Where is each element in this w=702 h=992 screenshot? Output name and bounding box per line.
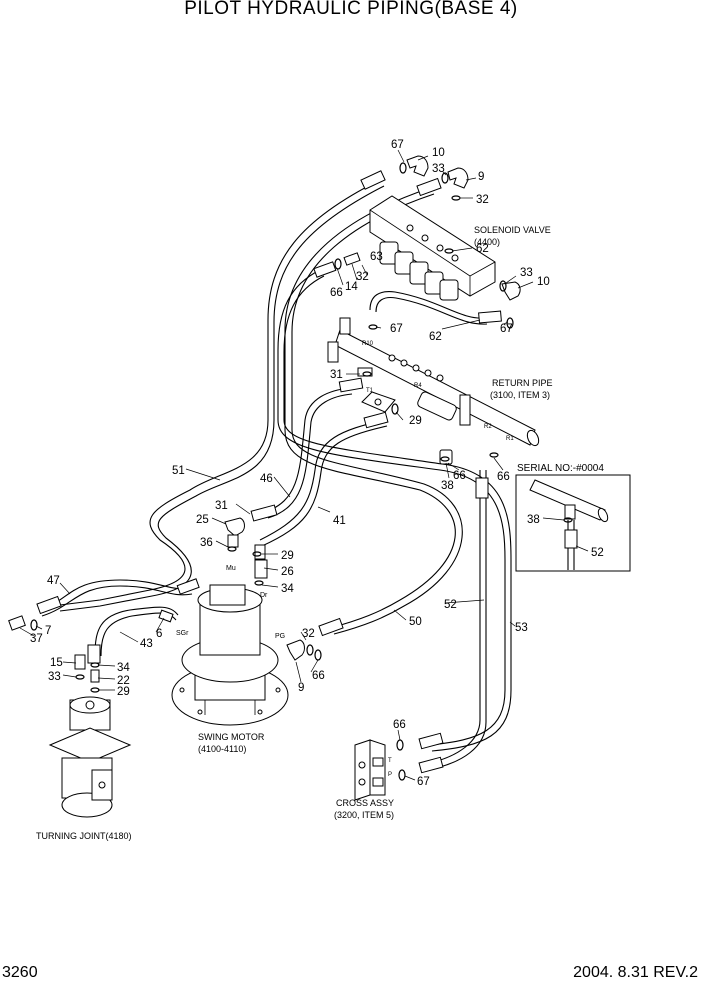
callout-66: 66	[453, 470, 466, 482]
callout-7: 7	[45, 625, 51, 637]
callout-9: 9	[478, 171, 484, 183]
port-mu: Mu	[226, 565, 236, 572]
callout-51: 51	[172, 465, 185, 477]
hose-52	[419, 470, 487, 772]
callout-47: 47	[47, 575, 60, 587]
callout-34: 34	[117, 662, 130, 674]
hose-41	[259, 419, 388, 547]
callout-36: 36	[200, 537, 213, 549]
callout-62: 62	[429, 331, 442, 343]
callout-52: 52	[591, 547, 604, 559]
callout-31: 31	[330, 369, 343, 381]
port-p: P	[388, 772, 392, 778]
callout-32: 32	[356, 271, 369, 283]
port-r10: R10	[362, 341, 374, 347]
callout-41: 41	[333, 515, 346, 527]
caption-return-pipe: RETURN PIPE	[492, 378, 553, 388]
callout-numbers: 67 10 33 9 32 62 63 32 66 14 33 10 67 62…	[30, 139, 604, 788]
port-t: T	[388, 758, 392, 764]
caption-solenoid-valve: SOLENOID VALVE	[474, 225, 551, 235]
solenoid-valve	[369, 195, 496, 301]
port-labels: Mu Dr SGr PG R10 T1 R4 R2 R1 P T	[176, 341, 514, 778]
port-sgr: SGr	[176, 630, 189, 637]
caption-turning-joint: TURNING JOINT(4180)	[36, 831, 132, 841]
leader-lines	[19, 149, 589, 781]
callout-37: 37	[30, 633, 43, 645]
hose-46	[264, 387, 353, 519]
callout-29: 29	[409, 415, 422, 427]
revision-date: 2004. 8.31 REV.2	[573, 964, 698, 981]
caption-return-pipe-ref: (3100, ITEM 3)	[490, 390, 550, 400]
callout-67: 67	[500, 323, 513, 335]
callout-34: 34	[281, 583, 294, 595]
callout-32: 32	[302, 628, 315, 640]
caption-swing-motor-ref: (4100-4110)	[198, 744, 246, 754]
callout-46: 46	[260, 473, 273, 485]
small-fittings	[8, 252, 453, 631]
cross-assy	[354, 739, 386, 801]
caption-serial-no: SERIAL NO:-#0004	[517, 463, 604, 474]
callout-32: 32	[476, 194, 489, 206]
callout-6: 6	[156, 628, 162, 640]
port-pg: PG	[275, 633, 285, 640]
turning-joint	[48, 696, 132, 818]
callout-26: 26	[281, 566, 294, 578]
caption-swing-motor: SWING MOTOR	[198, 732, 265, 742]
serial-inset	[515, 474, 631, 572]
callout-67: 67	[417, 776, 430, 788]
callout-33: 33	[432, 163, 445, 175]
callout-10: 10	[432, 147, 445, 159]
port-t1: T1	[366, 388, 374, 394]
caption-cross-assy: CROSS ASSY	[336, 798, 394, 808]
port-r1: R1	[506, 436, 514, 442]
callout-33: 33	[48, 671, 61, 683]
callout-22: 22	[117, 675, 130, 687]
hose-62	[369, 291, 488, 325]
port-dr: Dr	[260, 592, 268, 599]
callout-31: 31	[215, 500, 228, 512]
hose-51	[59, 179, 385, 612]
caption-cross-assy-ref: (3200, ITEM 5)	[334, 810, 394, 820]
callout-66: 66	[393, 719, 406, 731]
callout-63: 63	[370, 251, 383, 263]
port-r4: R4	[414, 383, 422, 389]
callout-38: 38	[527, 514, 540, 526]
callout-66: 66	[330, 287, 343, 299]
callout-33: 33	[520, 267, 533, 279]
hose-fittings	[36, 170, 502, 774]
hose-50	[284, 187, 463, 635]
callout-43: 43	[140, 638, 153, 650]
callout-62: 62	[476, 243, 489, 255]
callout-52: 52	[444, 599, 457, 611]
return-pipe	[327, 317, 540, 447]
captions: SOLENOID VALVE (4400) RETURN PIPE (3100,…	[36, 225, 604, 841]
callout-66: 66	[497, 471, 510, 483]
swing-motor	[171, 584, 289, 726]
callout-15: 15	[50, 657, 63, 669]
port-r2: R2	[484, 424, 492, 430]
callout-29: 29	[117, 686, 130, 698]
page-title: PILOT HYDRAULIC PIPING(BASE 4)	[184, 0, 518, 19]
caption-solenoid-valve-ref: (4400)	[474, 237, 500, 247]
callout-38: 38	[441, 480, 454, 492]
callout-67: 67	[390, 323, 403, 335]
callout-14: 14	[345, 281, 358, 293]
callout-25: 25	[196, 514, 209, 526]
page-number: 3260	[2, 964, 38, 981]
callout-9: 9	[298, 682, 304, 694]
elbows	[224, 155, 521, 661]
callout-29: 29	[281, 550, 294, 562]
callout-10: 10	[537, 276, 550, 288]
bracket	[361, 391, 396, 413]
callout-53: 53	[515, 622, 528, 634]
callout-67: 67	[391, 139, 404, 151]
callout-66: 66	[312, 670, 325, 682]
callout-50: 50	[409, 616, 422, 628]
